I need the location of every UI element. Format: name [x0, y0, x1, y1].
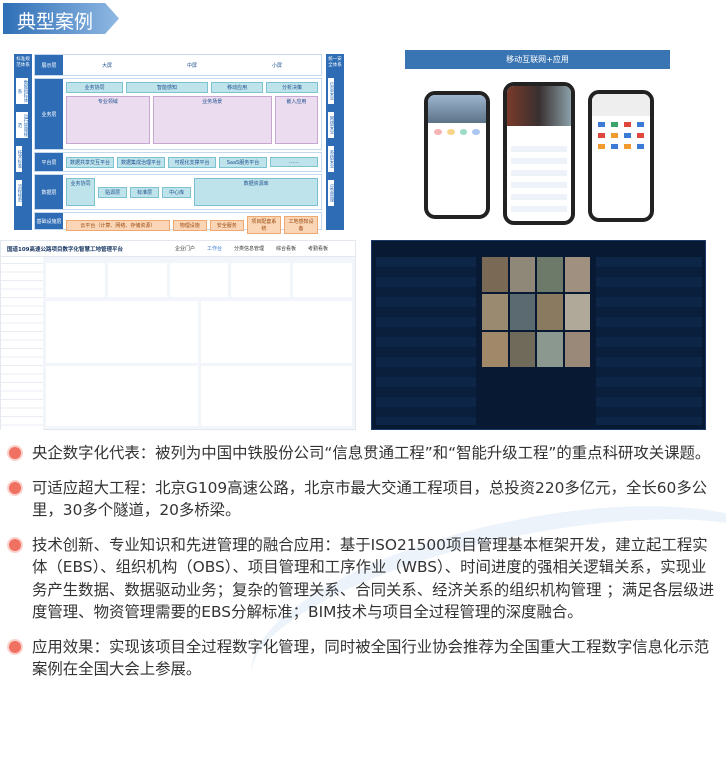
mobile-label: 移动互联网+应用: [405, 50, 670, 69]
phone-screenshot: [588, 90, 654, 222]
business-layer: 业务层 业务协同 智能感知 移动应用 分析决策 专业领域 业务场景 嵌入应用: [34, 78, 322, 150]
bullet-dot-icon: [9, 538, 21, 551]
section-title-banner: 典型案例: [3, 3, 119, 34]
security-column: 统一安全体系 信息安全 网络安全 系统安全 应急管理: [326, 54, 344, 230]
bullet-list: 央企数字化代表：被列为中国中铁股份公司“信息贯通工程”和“智能升级工程”的重点科…: [0, 442, 726, 693]
bullet-item: 技术创新、专业知识和先进管理的融合应用：基于ISO21500项目管理基本框架开发…: [0, 534, 726, 624]
bullet-item: 央企数字化代表：被列为中国中铁股份公司“信息贯通工程”和“智能升级工程”的重点科…: [0, 442, 726, 465]
infrastructure-layer: 基础设施层 云平台（计算、网络、存储资源） 物理设施 安全服务 项目配套系统 工…: [34, 212, 322, 234]
bullet-dot-icon: [9, 640, 21, 653]
section-title: 典型案例: [17, 11, 94, 33]
web-dashboard-screenshot: 国道109高速公路项目数字化智慧工地管理平台 企业门户 工作台 分类信息管理 综…: [0, 240, 356, 430]
data-layer: 数据层 业务协同 贴源层 标准层 中心库 数据资源库: [34, 174, 322, 210]
bullet-item: 应用效果：实现该项目全过程数字化管理，同时被全国行业协会推荐为全国重大工程数字信…: [0, 636, 726, 681]
display-layer: 展示层 大屏 中屏 小屏: [34, 54, 322, 76]
dashboard-title: 国道109高速公路项目数字化智慧工地管理平台: [7, 246, 123, 253]
bullet-item: 可适应超大工程：北京G109高速公路，北京市最大交通工程项目，总投资220多亿元…: [0, 477, 726, 522]
architecture-diagram: 标准规范体系 数据指标体系 运行管理规范 技术标准 流程规范 统一安全体系 信息…: [14, 52, 344, 234]
standards-column: 标准规范体系 数据指标体系 运行管理规范 技术标准 流程规范: [14, 54, 32, 230]
bullet-dot-icon: [9, 447, 21, 459]
phone-screenshot: [503, 82, 575, 225]
phone-screenshot: [424, 91, 490, 219]
dark-command-center-screenshot: [371, 240, 706, 430]
bullet-dot-icon: [9, 481, 21, 494]
platform-layer: 平台层 数据共享交互平台 数据集成治理平台 可视化支撑平台 SaaS服务平台 ……: [34, 152, 322, 172]
